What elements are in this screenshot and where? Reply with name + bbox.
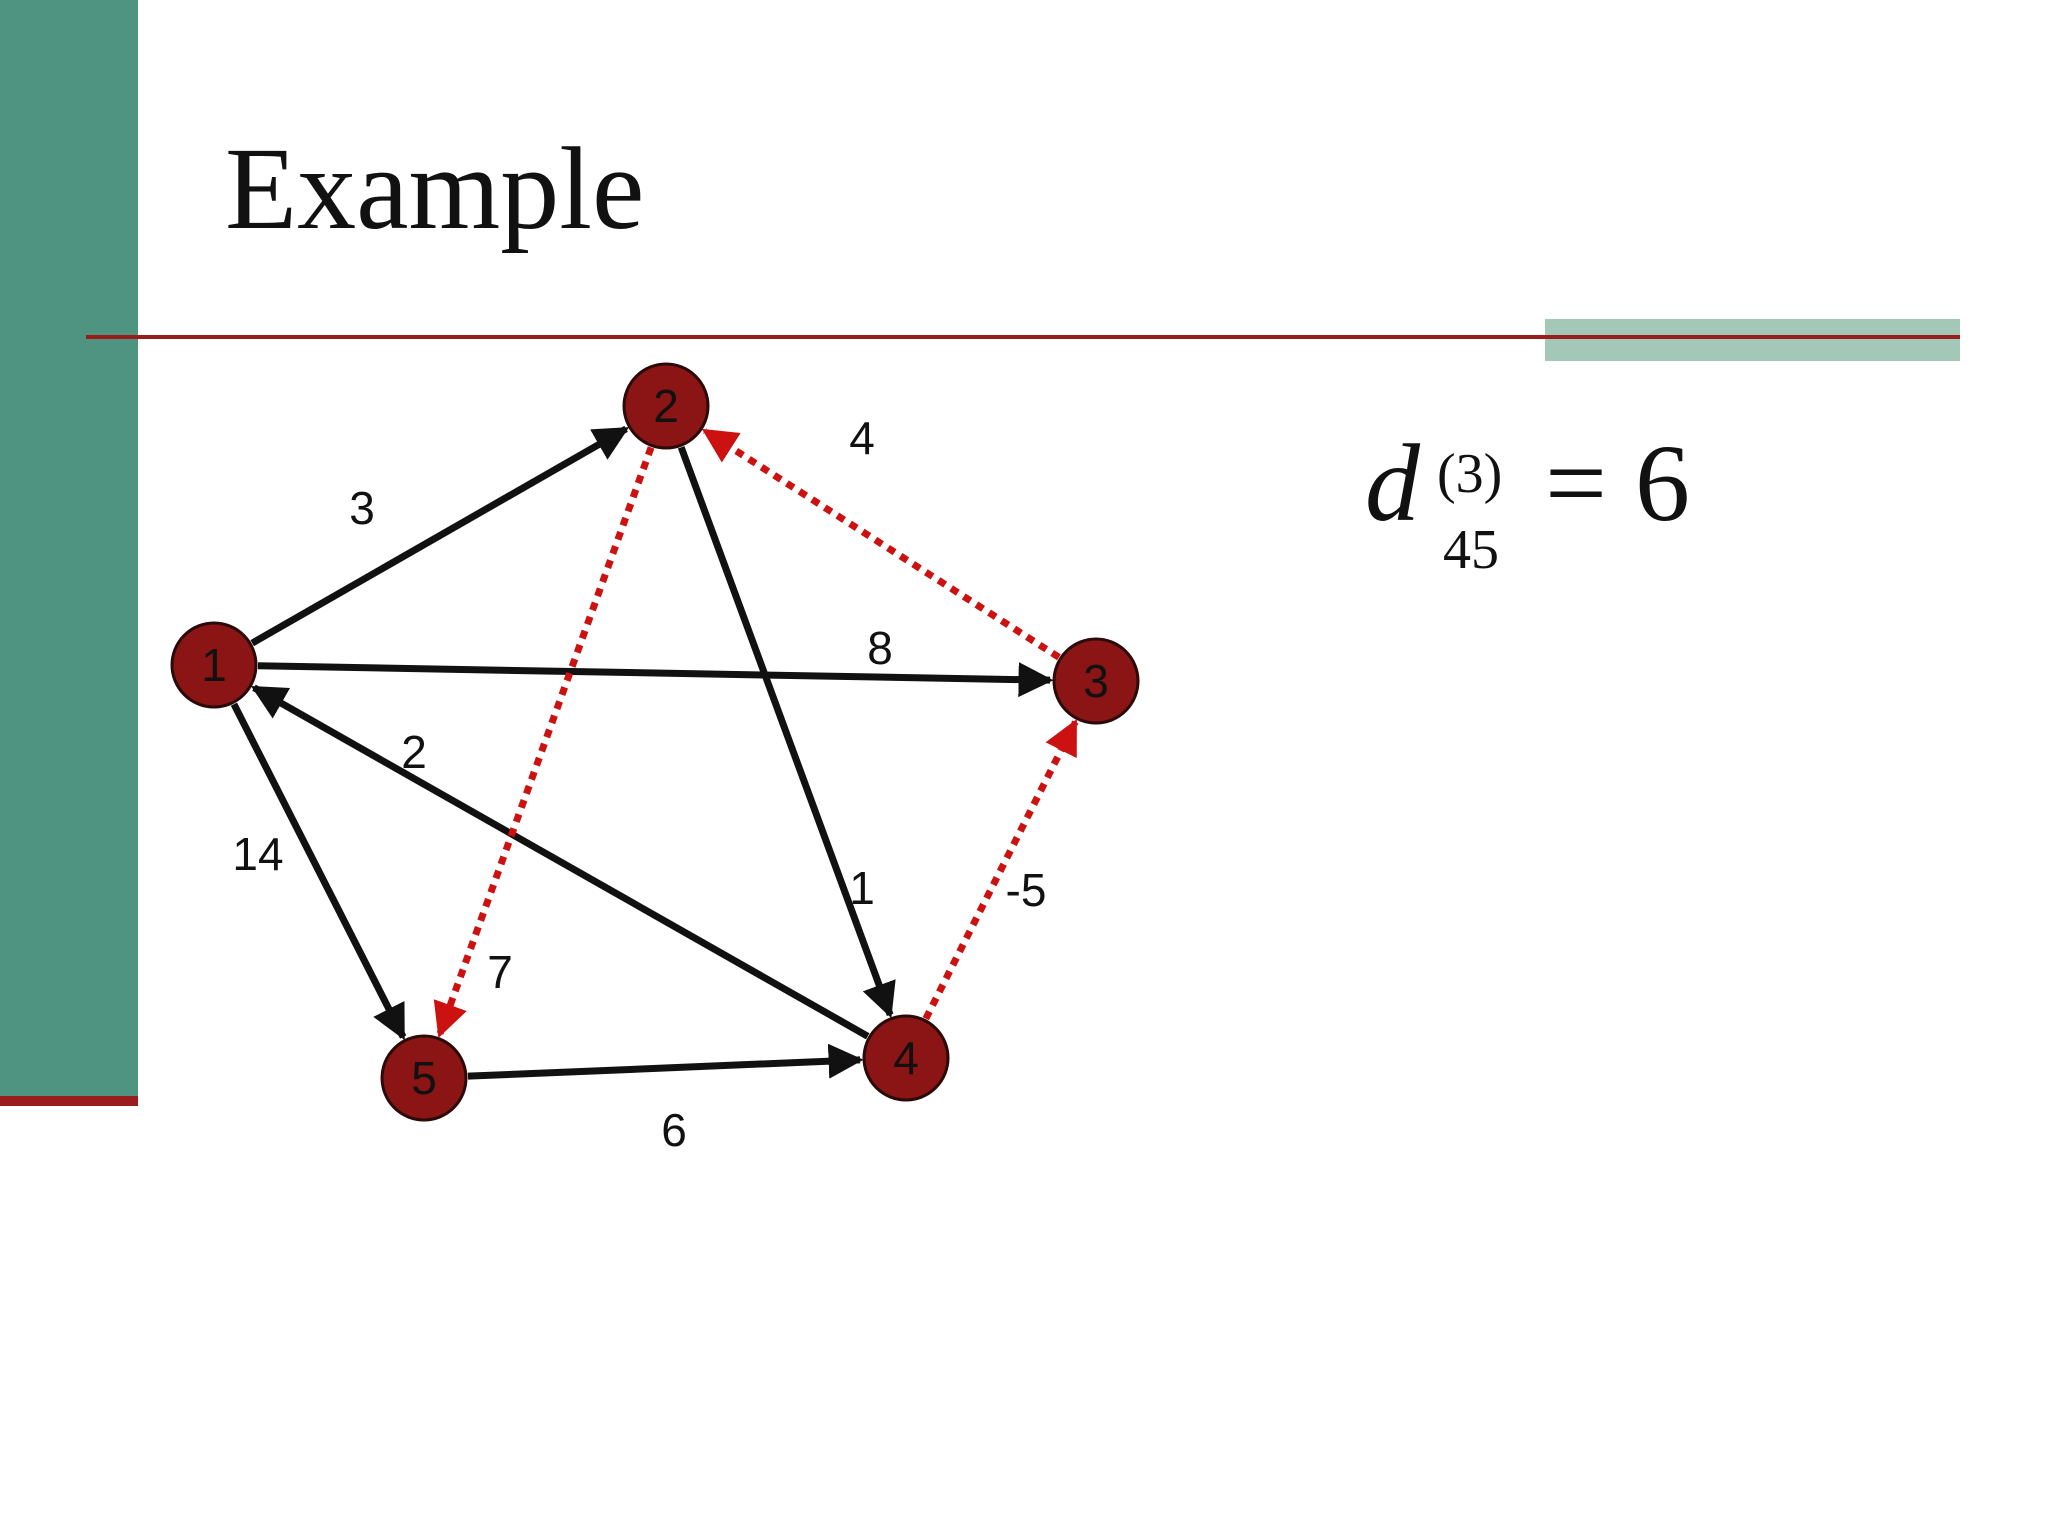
left-bar-accent [0,1096,138,1106]
edge-2-to-5 [433,446,655,1039]
node-circle [622,362,710,450]
edge-weight-4-to-3: -5 [1006,864,1047,916]
node-circle [862,1014,950,1102]
edge-weight-2-to-5: 7 [487,946,513,998]
node-circle [380,1034,468,1122]
graph-node-4: 4 [862,1014,950,1102]
graph-node-1: 1 [170,621,258,709]
graph-node-5: 5 [380,1034,468,1122]
node-label: 5 [411,1052,437,1104]
edge-weight-1-to-2: 3 [349,482,375,534]
node-label: 2 [653,380,679,432]
edge-weight-5-to-4: 6 [661,1104,687,1156]
graph-node-2: 2 [622,362,710,450]
title-rule-accent-block [1545,319,1960,361]
node-circle [170,621,258,709]
formula-superscript: (3) [1437,443,1503,505]
node-label: 1 [201,639,227,691]
title-rule [86,335,1960,339]
formula-subscript: 45 [1443,519,1499,581]
slide-title: Example [225,123,645,254]
node-label: 3 [1083,655,1109,707]
node-label: 4 [893,1032,919,1084]
nodes-layer: 1 2 3 4 5 [170,362,1140,1122]
formula-variable: d [1365,422,1420,544]
edge-4-to-3 [922,718,1079,1021]
edge-5-to-4 [467,1043,864,1080]
edge-labels-layer: 3 8 14 1 2 6 -5 4 7 [232,412,1046,1156]
edge-weight-1-to-5: 14 [232,828,283,880]
edge-weight-4-to-1: 2 [401,726,427,778]
node-circle [1052,637,1140,725]
formula-value: 6 [1635,422,1690,544]
graph-node-3: 3 [1052,637,1140,725]
edge-weight-2-to-4: 1 [849,862,875,914]
formula-equals: = [1545,422,1608,544]
distance-formula: d (3) 45 = 6 [1365,428,1725,588]
edge-weight-1-to-3: 8 [867,622,893,674]
edge-2-to-4 [677,446,896,1019]
left-decorative-bar [0,0,138,1096]
edge-1-to-2 [250,425,630,647]
edge-3-to-2 [701,427,1061,661]
edge-1-to-3 [257,662,1054,698]
edge-1-to-5 [230,702,407,1041]
edge-weight-3-to-2: 4 [849,412,875,464]
title-rule-overlay [1545,335,1960,339]
edges-layer [230,425,1079,1080]
edge-4-to-1 [250,684,870,1040]
